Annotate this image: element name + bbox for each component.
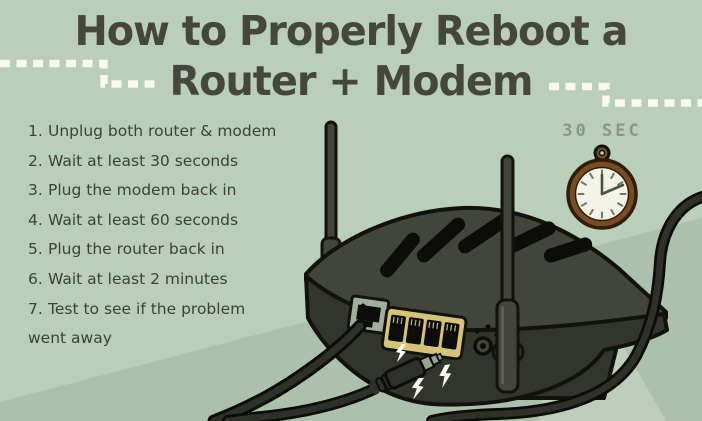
power-cable <box>222 383 380 421</box>
step-text: Wait at least 2 minutes <box>48 269 228 288</box>
stopwatch-icon <box>566 144 638 230</box>
step-number: 3. <box>28 181 43 200</box>
vent-slots <box>380 212 593 278</box>
screw-dot <box>360 303 366 309</box>
ethernet-cable <box>207 319 367 421</box>
hour-hand <box>600 183 625 196</box>
step-number: 6. <box>28 269 43 288</box>
watch-ticks <box>577 169 627 219</box>
lan-port-panel <box>380 305 468 361</box>
title-line-1: How to Properly Reboot a <box>74 7 628 55</box>
power-jack <box>473 336 493 356</box>
title-line-2: Router + Modem <box>169 57 533 105</box>
lightning-bolt-icon <box>412 378 424 400</box>
lightning-bolt-icon <box>396 344 407 363</box>
router-illustration <box>304 120 669 407</box>
step-item-1: 1. Unplug both router & modem <box>28 117 298 147</box>
watch-hands <box>600 173 625 196</box>
step-text: Test to see if the problem <box>48 299 246 318</box>
step-item-4: 4. Wait at least 60 seconds <box>28 206 298 236</box>
lan-ports <box>388 314 460 350</box>
step-text: Unplug both router & modem <box>48 122 277 140</box>
step-number: 4. <box>28 210 43 229</box>
step-number: 5. <box>28 240 43 259</box>
step-item-7: 7. Test to see if the problem <box>28 295 298 325</box>
step-number: 1. <box>28 122 43 140</box>
page-title: How to Properly Reboot a Router + Modem <box>11 6 692 106</box>
wall-cable <box>426 191 702 421</box>
right-antenna-icon <box>491 154 525 394</box>
step-text-continuation: went away <box>28 329 112 348</box>
dashed-line-left <box>0 59 157 88</box>
timer-label: 30 SEC <box>562 121 642 141</box>
step-text: Plug the router back in <box>48 240 225 259</box>
lightning-bolt-icon <box>439 364 452 389</box>
step-text: Wait at least 30 seconds <box>48 151 239 170</box>
step-item-3: 3. Plug the modem back in <box>28 176 298 206</box>
power-plug <box>369 352 444 395</box>
step-item-6: 6. Wait at least 2 minutes <box>28 265 298 295</box>
steps-list: 1. Unplug both router & modem 2. Wait at… <box>28 117 298 354</box>
step-text: Plug the modem back in <box>48 181 237 200</box>
step-item-2: 2. Wait at least 30 seconds <box>28 147 298 177</box>
dashed-line-right <box>549 82 702 107</box>
step-number: 7. <box>28 299 43 318</box>
step-item-5: 5. Plug the router back in <box>28 235 298 265</box>
lightning-bolts <box>396 344 452 400</box>
step-number: 2. <box>28 151 43 170</box>
step-text: Wait at least 60 seconds <box>48 210 239 229</box>
